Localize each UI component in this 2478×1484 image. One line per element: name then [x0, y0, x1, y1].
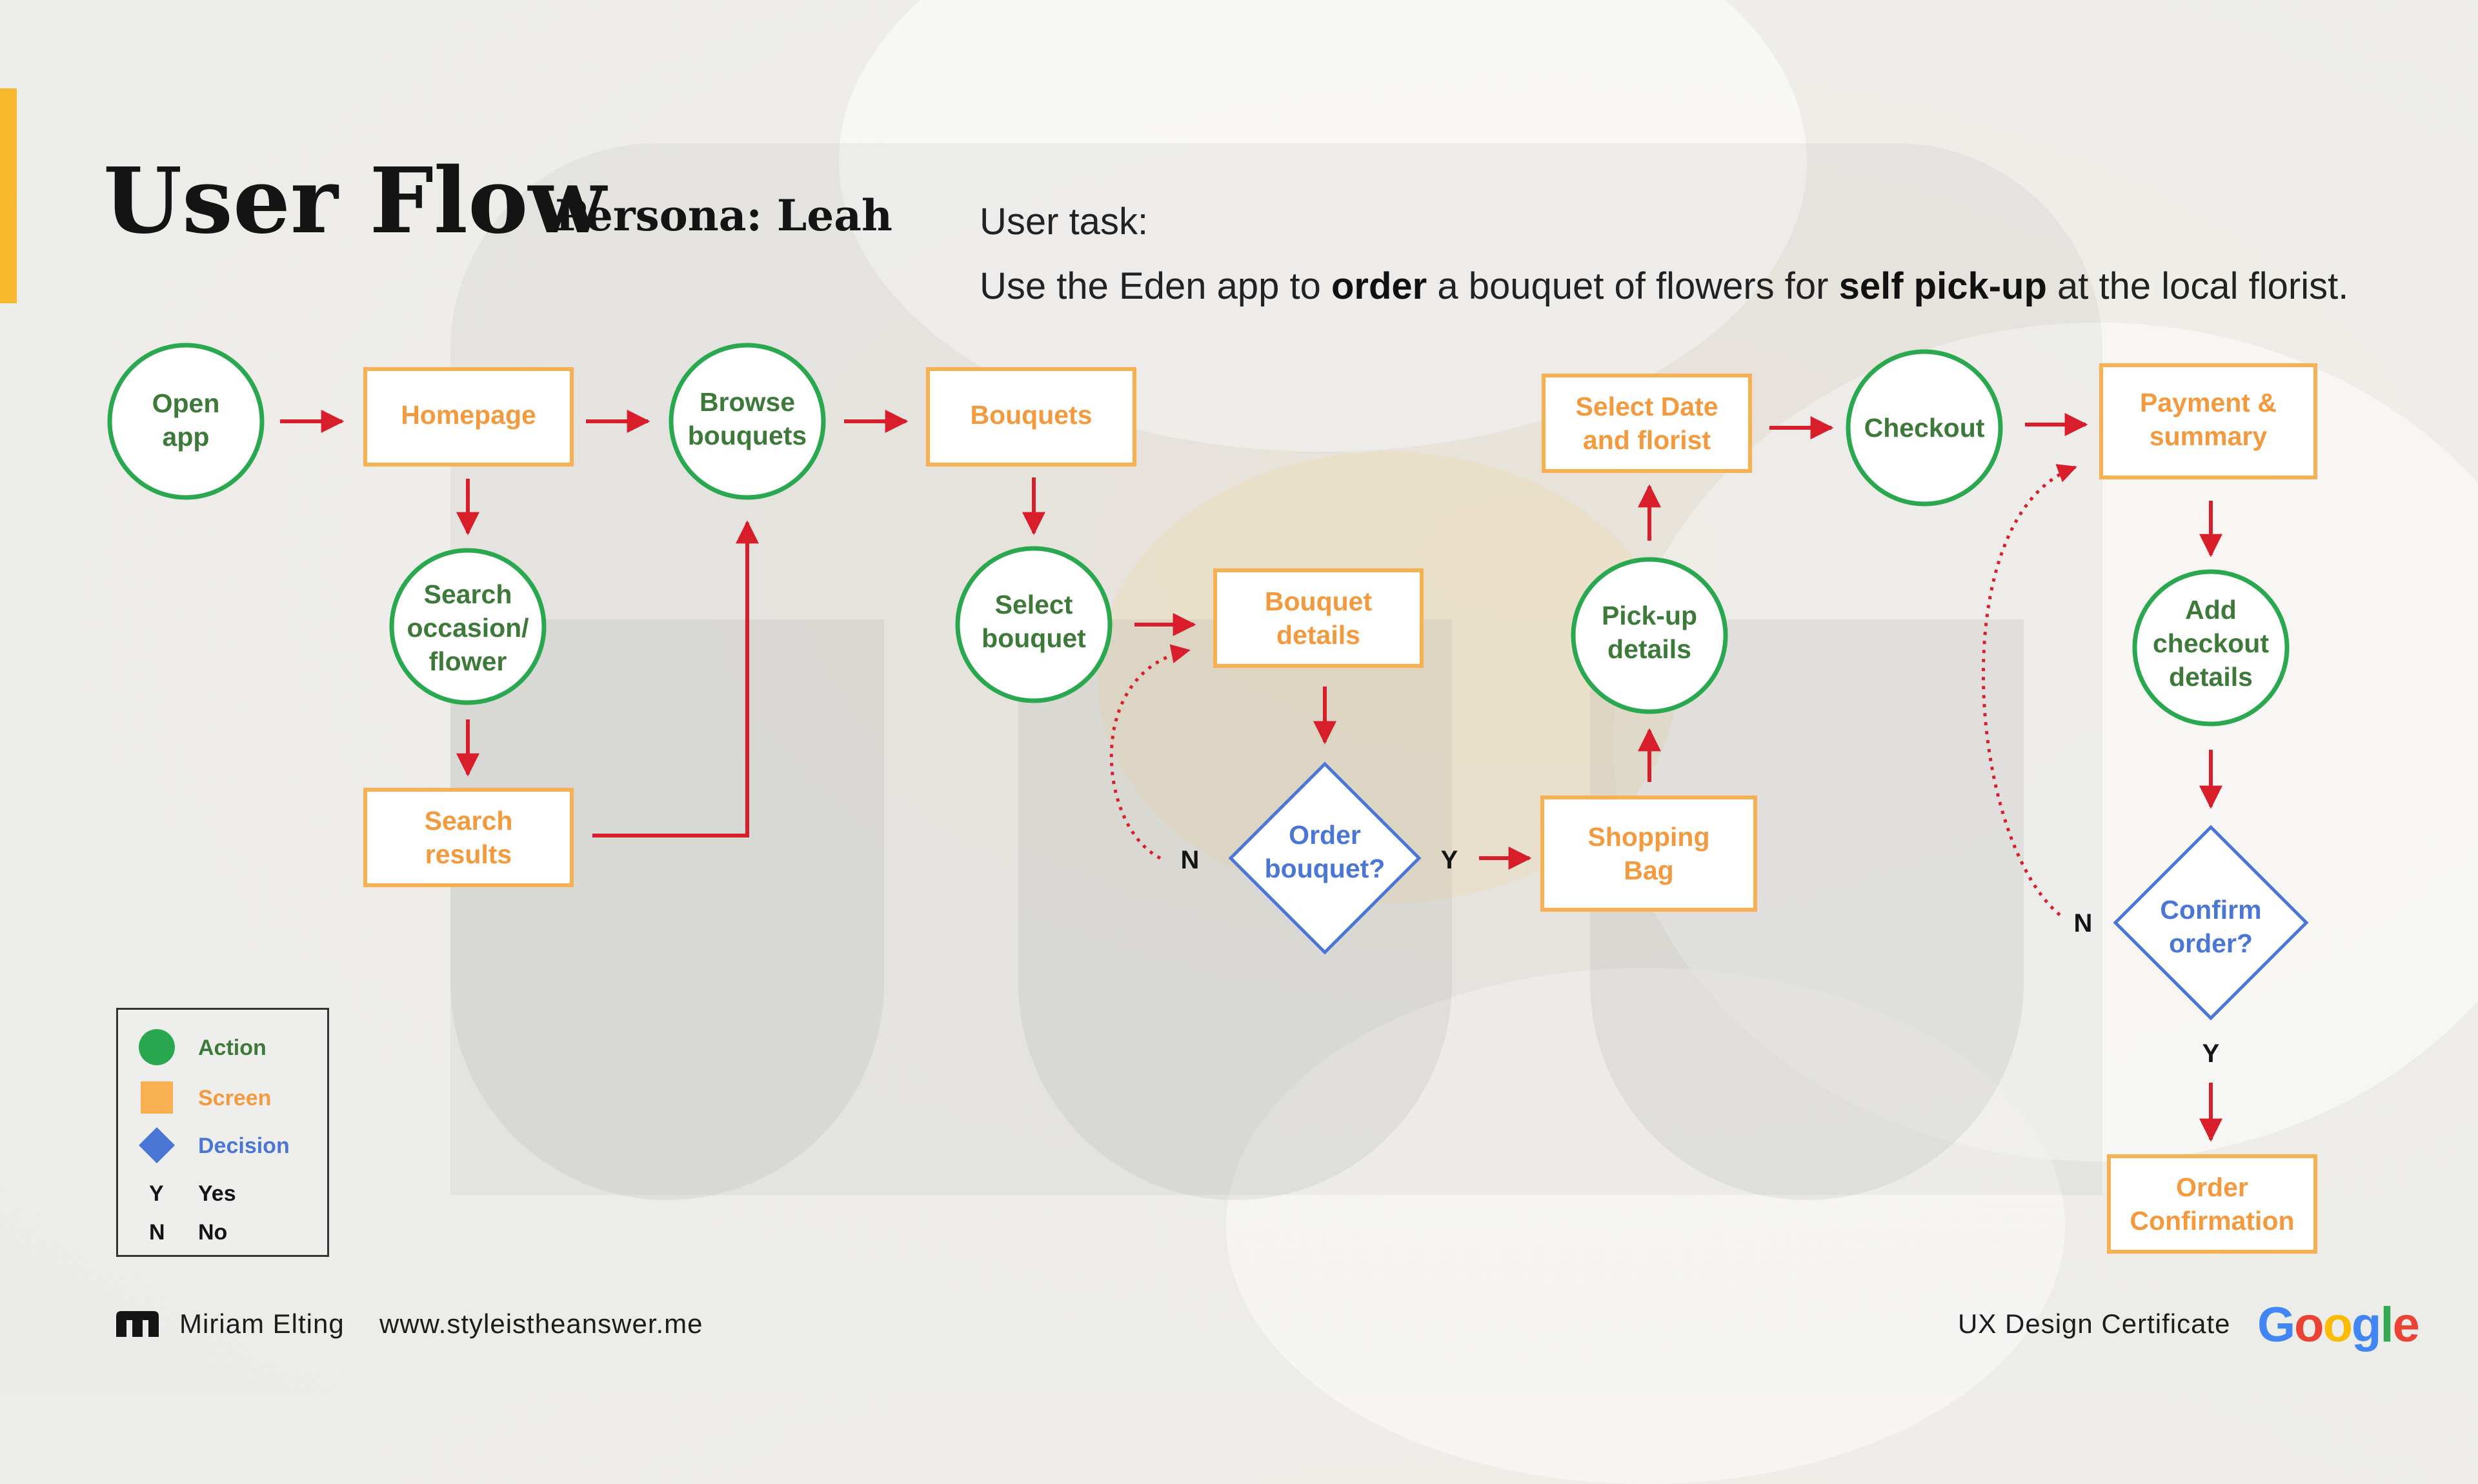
legend-label-no: No [198, 1220, 228, 1245]
node-homepage [363, 367, 574, 466]
background-logo-shape [1018, 619, 1452, 1200]
flow-arrows [280, 410, 2222, 1142]
legend-key-yes: Y [149, 1181, 164, 1206]
action-symbol-icon [139, 1029, 175, 1065]
label-order-yes: Y [1441, 846, 1458, 874]
user-task-label: User task: [980, 201, 1149, 243]
label-payment-summary: Payment &summary [2140, 388, 2277, 451]
decision-symbol-icon [139, 1127, 175, 1163]
label-checkout: Checkout [1864, 413, 1985, 443]
page-title: User Flow [103, 148, 606, 254]
background-logo-shape [450, 619, 884, 1200]
node-shopping-bag [1540, 796, 1757, 912]
node-open-app [107, 343, 265, 500]
legend-key-no: N [149, 1220, 165, 1245]
node-search-results [363, 788, 574, 887]
legend: Action Screen Decision Y Yes N No [116, 1008, 329, 1257]
screen-nodes [363, 363, 2317, 1254]
task-text-part: Use the Eden app to [980, 265, 1331, 307]
label-bouquets: Bouquets [970, 400, 1092, 430]
node-browse-bouquets [669, 343, 826, 500]
decision-nodes [1228, 761, 2309, 1021]
legend-row-yes: Y Yes [118, 1174, 327, 1212]
arrow-order-no-loop [1109, 644, 1191, 860]
node-add-checkout-details [2132, 569, 2290, 727]
arrow-results-to-browse [592, 520, 759, 837]
node-bouquets [926, 367, 1136, 466]
action-nodes [107, 343, 2290, 727]
node-bouquet-details [1213, 568, 1424, 668]
node-select-date [1542, 374, 1752, 473]
node-confirm-order [2113, 825, 2309, 1021]
accent-bar [0, 88, 17, 303]
node-payment-summary [2099, 363, 2317, 479]
legend-label-decision: Decision [198, 1134, 290, 1158]
node-search-occasion [389, 548, 547, 705]
node-select-bouquet [955, 546, 1113, 703]
author-logo-icon [116, 1311, 159, 1337]
task-text-part: at the local florist. [2046, 265, 2349, 307]
legend-label-screen: Screen [198, 1086, 272, 1110]
legend-row-screen: Screen [118, 1078, 327, 1117]
task-text-emphasis: self pick-up [1838, 265, 2047, 307]
author-name: Miriam Elting [179, 1309, 345, 1339]
legend-row-action: Action [118, 1028, 327, 1067]
certificate-label: UX Design Certificate [1958, 1309, 2231, 1339]
screen-symbol-icon [141, 1081, 173, 1114]
task-text-part: a bouquet of flowers for [1427, 265, 1839, 307]
label-confirm-no: N [2074, 909, 2093, 938]
author-website: www.styleistheanswer.me [379, 1309, 703, 1339]
legend-row-decision: Decision [118, 1126, 327, 1165]
legend-label-action: Action [198, 1036, 267, 1060]
node-order-confirmation [2107, 1154, 2317, 1254]
background-logo-shape [450, 143, 2102, 1195]
task-text-emphasis: order [1331, 265, 1427, 307]
node-checkout [1846, 349, 2003, 506]
arrow-confirm-no-loop [1981, 464, 2077, 916]
node-order-bouquet [1228, 761, 1422, 955]
persona-label: Persona: Leah [555, 190, 893, 241]
user-task-description: Use the Eden app to order a bouquet of f… [980, 265, 2348, 308]
label-confirm-yes: Y [2202, 1039, 2220, 1068]
legend-row-no: N No [118, 1212, 327, 1251]
node-pickup-details [1571, 557, 1728, 714]
legend-label-yes: Yes [198, 1181, 236, 1206]
label-homepage: Homepage [401, 400, 536, 430]
google-logo: Google [2257, 1298, 2420, 1352]
background-flower-petal [1613, 323, 2478, 1161]
label-order-no: N [1181, 846, 1200, 874]
yes-no-labels: N Y N Y [1181, 846, 2220, 1068]
